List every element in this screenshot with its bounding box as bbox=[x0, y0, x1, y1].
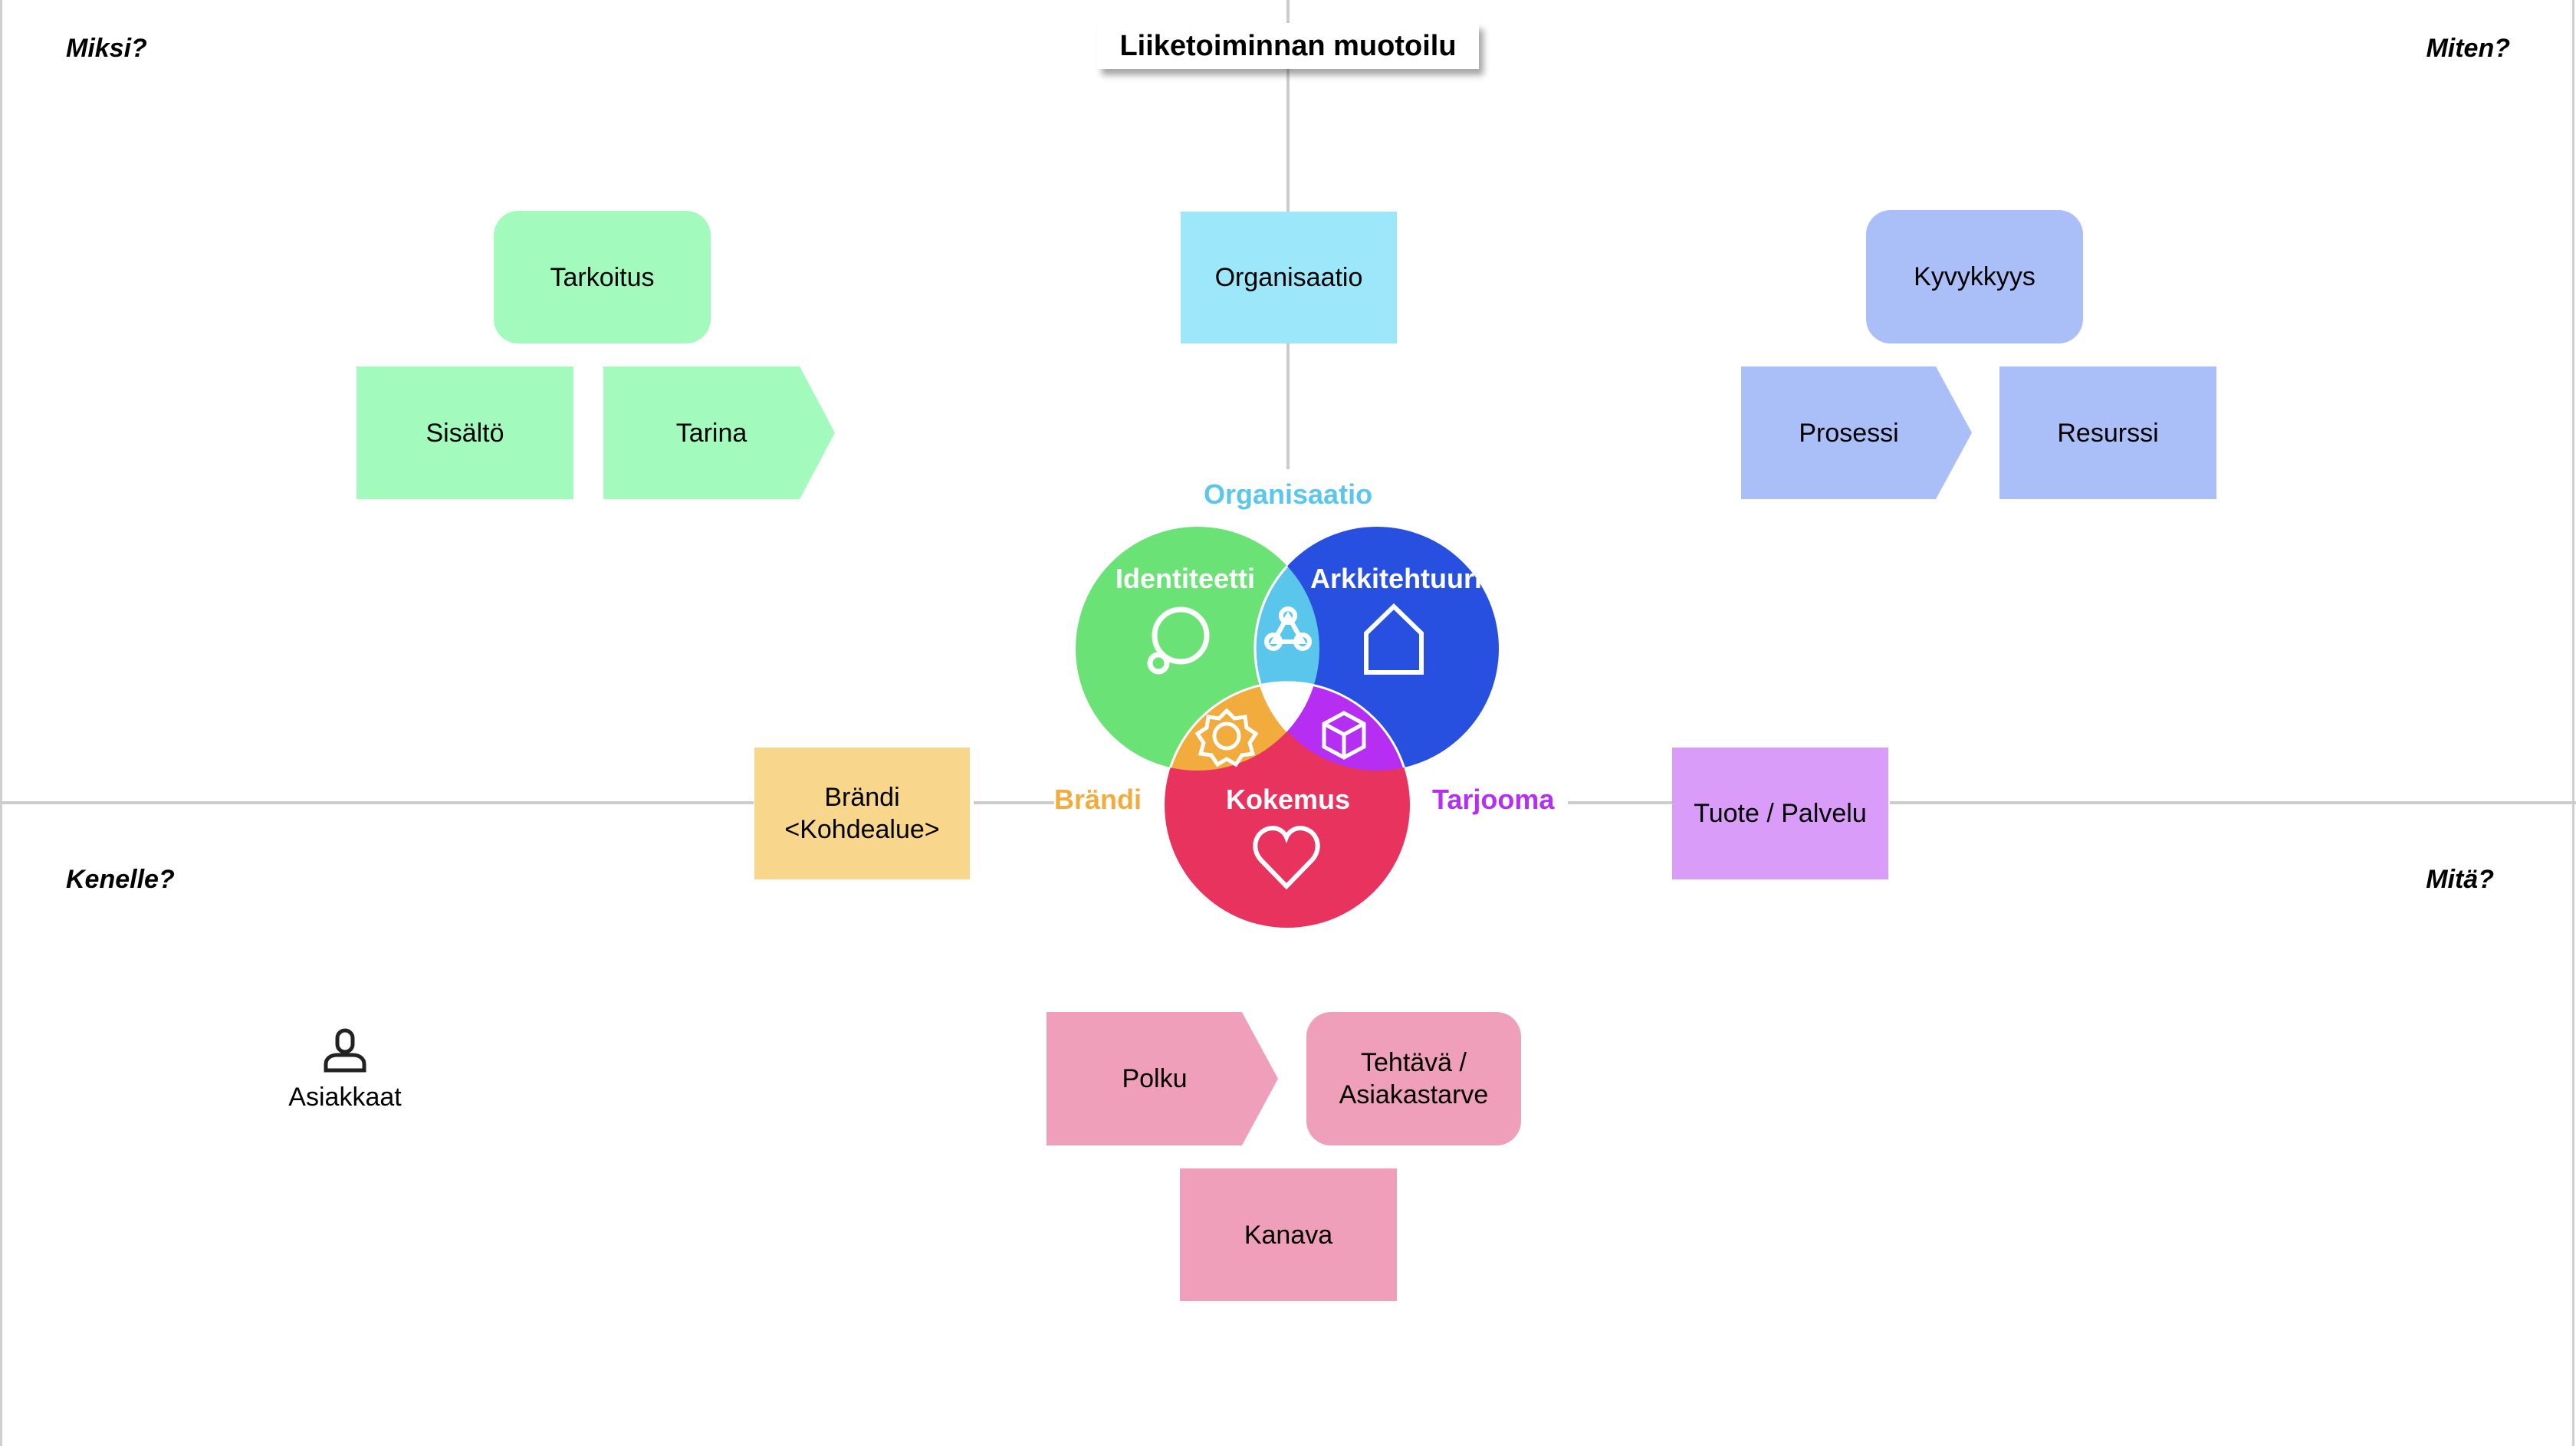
story-label: Tarina bbox=[675, 418, 748, 448]
channel-card[interactable]: Kanava bbox=[1180, 1168, 1397, 1301]
person-icon bbox=[324, 1028, 366, 1073]
brand-label: Brändi bbox=[824, 783, 900, 812]
capability-label: Kyvykkyys bbox=[1914, 262, 2036, 291]
path-arrow-card[interactable]: Polku bbox=[1046, 1012, 1278, 1145]
center-overlap bbox=[1255, 681, 1319, 771]
quadrant-label-why: Miksi? bbox=[66, 34, 147, 63]
horizontal-axis-line bbox=[1890, 801, 2576, 804]
product-service-card[interactable]: Tuote / Palvelu bbox=[1672, 748, 1888, 879]
quadrant-label-how: Miten? bbox=[2426, 34, 2510, 63]
venn-offering-label: Tarjooma bbox=[1432, 784, 1555, 815]
purpose-label: Tarkoitus bbox=[550, 262, 655, 292]
organisation-card[interactable]: Organisaatio bbox=[1181, 212, 1397, 343]
process-label: Prosessi bbox=[1799, 418, 1899, 448]
sun-badge-icon bbox=[1194, 708, 1259, 767]
horizontal-axis-line bbox=[1568, 801, 1672, 804]
identity-label: Identiteetti bbox=[1115, 563, 1255, 594]
resource-label: Resurssi bbox=[2057, 418, 2159, 448]
house-icon bbox=[1364, 603, 1424, 675]
brand-card[interactable]: Brändi <Kohdealue> bbox=[754, 748, 970, 879]
venn-organisation-label: Organisaatio bbox=[1204, 478, 1373, 510]
task-label: Tehtävä / bbox=[1361, 1048, 1467, 1077]
diagram-title: Liiketoiminnan muotoilu bbox=[1097, 23, 1479, 69]
customers-label: Asiakkaat bbox=[288, 1083, 402, 1112]
quadrant-label-what: Mitä? bbox=[2426, 865, 2494, 894]
organisation-label: Organisaatio bbox=[1214, 263, 1363, 292]
thought-bubble-icon bbox=[1147, 606, 1210, 675]
path-label: Polku bbox=[1122, 1064, 1188, 1093]
story-arrow-card[interactable]: Tarina bbox=[603, 366, 835, 499]
channel-label: Kanava bbox=[1244, 1220, 1333, 1250]
product-service-label: Tuote / Palvelu bbox=[1694, 799, 1867, 828]
vertical-axis-line bbox=[1286, 343, 1290, 469]
quadrant-label-for-whom: Kenelle? bbox=[66, 865, 175, 894]
resource-card[interactable]: Resurssi bbox=[1999, 366, 2216, 499]
brand-target-label: <Kohdealue> bbox=[784, 815, 940, 844]
experience-label: Kokemus bbox=[1225, 784, 1351, 815]
horizontal-axis-line bbox=[974, 801, 1054, 804]
customer-need-label: Asiakastarve bbox=[1339, 1080, 1489, 1109]
heart-icon bbox=[1253, 825, 1320, 890]
cube-icon bbox=[1322, 711, 1366, 760]
network-triangle-icon bbox=[1264, 606, 1312, 651]
horizontal-axis-line bbox=[0, 801, 754, 804]
content-label: Sisältö bbox=[426, 418, 504, 448]
vertical-axis-line bbox=[1286, 69, 1290, 212]
content-card[interactable]: Sisältö bbox=[356, 366, 573, 499]
vertical-axis-line bbox=[1286, 0, 1290, 23]
architecture-label: Arkkitehtuuri bbox=[1310, 563, 1483, 594]
purpose-card[interactable]: Tarkoitus bbox=[494, 211, 711, 343]
capability-card[interactable]: Kyvykkyys bbox=[1866, 210, 2083, 343]
venn-brand-label: Brändi bbox=[1054, 784, 1142, 815]
process-arrow-card[interactable]: Prosessi bbox=[1741, 366, 1972, 499]
task-need-card[interactable]: Tehtävä / Asiakastarve bbox=[1306, 1012, 1521, 1145]
